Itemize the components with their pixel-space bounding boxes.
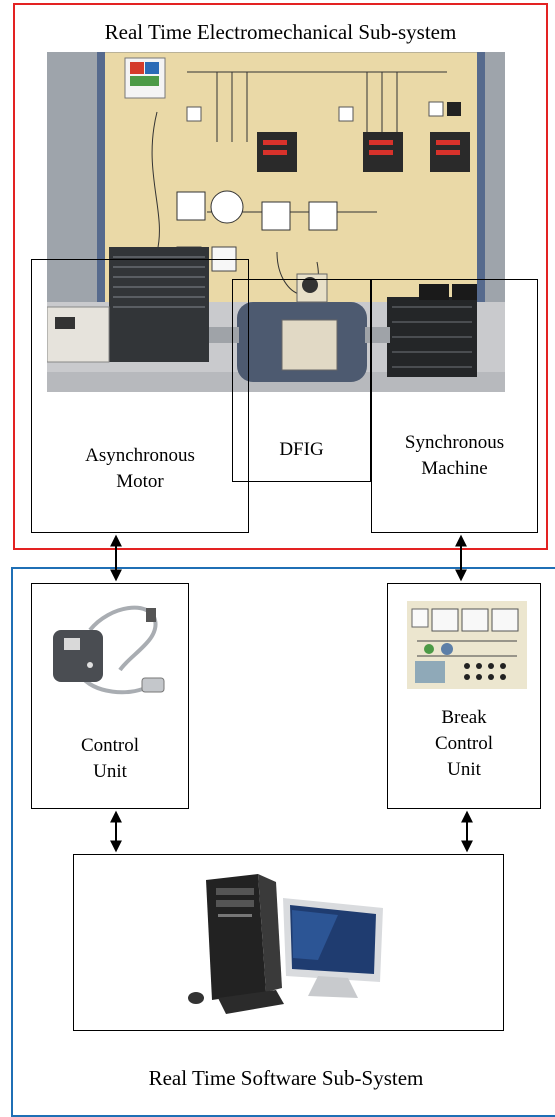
control-unit-label-line1: Control (80, 735, 140, 756)
software-subsystem-title: Real Time Software Sub-System (148, 1066, 424, 1090)
synchronous-machine-label-line1: Synchronous (404, 432, 505, 453)
synchronous-machine-box (371, 279, 538, 533)
test-bench-photo (47, 52, 505, 392)
asynchronous-motor-label: Asynchronous Motor (31, 443, 249, 495)
electromechanical-subsystem-frame (13, 3, 548, 550)
electromechanical-subsystem-title: Real Time Electromechanical Sub-system (104, 20, 457, 44)
asynchronous-motor-label-line2: Motor (116, 471, 164, 492)
synchronous-machine-label: Synchronous Machine (371, 430, 538, 482)
break-control-unit-label: Break Control Unit (387, 705, 541, 783)
control-unit-box (31, 583, 189, 809)
control-unit-label: Control Unit (31, 733, 189, 785)
control-unit-label-line2: Unit (93, 761, 127, 782)
dfig-label: DFIG (279, 439, 324, 460)
computer-icon (188, 870, 398, 1018)
asynchronous-motor-label-line1: Asynchronous (85, 445, 195, 466)
asynchronous-motor-box (31, 259, 249, 533)
break-control-unit-label-line2: Control (434, 733, 494, 754)
control-unit-photo (50, 600, 168, 700)
dfig-box (232, 279, 371, 482)
synchronous-machine-label-line2: Machine (421, 458, 488, 479)
break-control-unit-label-line3: Unit (447, 759, 481, 780)
break-control-unit-photo (407, 601, 527, 689)
computer-box (73, 854, 504, 1031)
break-control-unit-box (387, 583, 541, 809)
break-control-unit-label-line1: Break (441, 707, 487, 728)
